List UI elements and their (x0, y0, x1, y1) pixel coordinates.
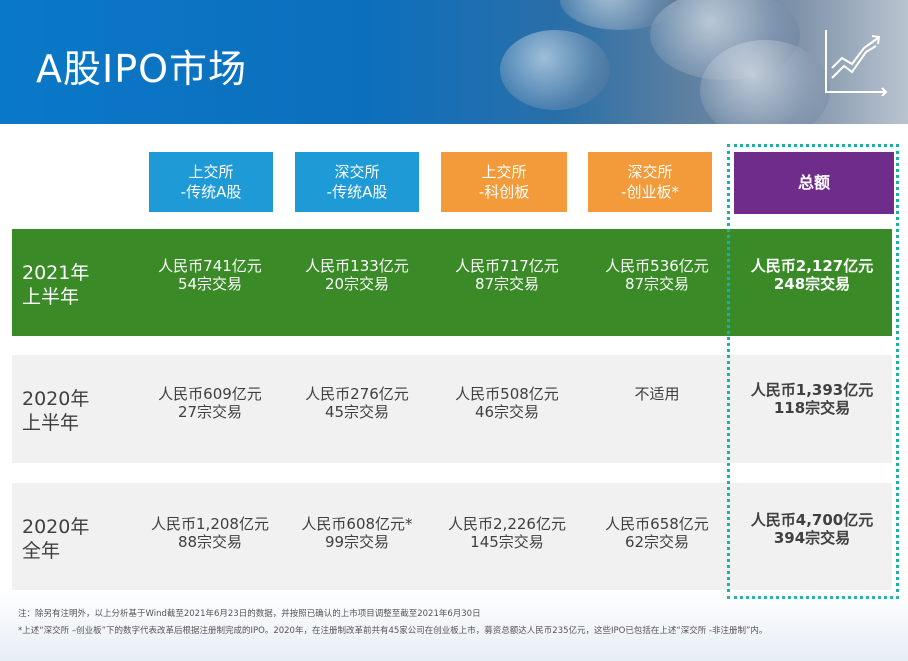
cell-amount: 人民币658亿元 (605, 515, 709, 533)
column-header-line: -创业板* (621, 183, 679, 201)
column-header-line: -传统A股 (326, 183, 388, 201)
cell-amount: 人民币741亿元 (158, 257, 262, 275)
row-label-line: 上半年 (22, 412, 80, 434)
cell-deals: 99宗交易 (324, 533, 390, 551)
column-header-line: -传统A股 (180, 183, 242, 201)
footnote: 注：除另有注明外，以上分析基于Wind截至2021年6月23日的数据，并按照已确… (18, 609, 481, 619)
cell-amount: 人民币609亿元 (158, 385, 262, 403)
coin-decoration (700, 40, 830, 124)
cell-deals: 20宗交易 (324, 275, 390, 293)
table-cell: 人民币658亿元 62宗交易 (587, 515, 727, 551)
table-cell: 人民币741亿元 54宗交易 (140, 257, 280, 293)
column-header-line: 深交所 (334, 163, 380, 181)
cell-deals: 88宗交易 (177, 533, 243, 551)
table-cell-total: 人民币4,700亿元 394宗交易 (732, 511, 892, 547)
row-label-line: 2021年 (22, 262, 90, 284)
column-header-line: 总额 (797, 173, 830, 192)
cell-deals: 54宗交易 (177, 275, 243, 293)
cell-amount: 人民币1,208亿元 (151, 515, 269, 533)
table-cell: 人民币608亿元* 99宗交易 (287, 515, 427, 551)
total-column-highlight (727, 144, 899, 599)
row-label-line: 2020年 (22, 388, 90, 410)
table-row: 2020年 全年 人民币1,208亿元 88宗交易 人民币608亿元* 99宗交… (12, 483, 892, 590)
cell-amount: 人民币1,393亿元 (750, 381, 874, 399)
row-label: 2020年 全年 (22, 515, 89, 563)
column-header-szse-a: 深交所 -传统A股 (295, 152, 419, 212)
page-title: A股IPO市场 (36, 47, 248, 91)
table-cell: 人民币133亿元 20宗交易 (287, 257, 427, 293)
table-cell: 人民币717亿元 87宗交易 (437, 257, 577, 293)
column-header-line: 深交所 (627, 163, 673, 181)
cell-amount: 人民币276亿元 (305, 385, 409, 403)
row-label-line: 2020年 (22, 516, 90, 538)
table-cell: 人民币276亿元 45宗交易 (287, 385, 427, 421)
cell-amount: 人民币2,127亿元 (750, 257, 874, 275)
header-banner: A股IPO市场 (0, 0, 908, 124)
cell-amount: 人民币608亿元* (301, 515, 413, 533)
growth-chart-icon (825, 30, 888, 96)
cell-deals: 87宗交易 (624, 275, 690, 293)
table-cell-total: 人民币1,393亿元 118宗交易 (732, 381, 892, 417)
row-label-line: 上半年 (22, 286, 80, 308)
cell-deals: 145宗交易 (470, 533, 544, 551)
table-row: 2020年 上半年 人民币609亿元 27宗交易 人民币276亿元 45宗交易 … (12, 355, 892, 463)
cell-amount: 人民币508亿元 (455, 385, 559, 403)
column-header-line: 上交所 (188, 163, 234, 181)
table-cell: 人民币508亿元 46宗交易 (437, 385, 577, 421)
row-label: 2021年 上半年 (22, 261, 89, 309)
column-header-total: 总额 (734, 152, 894, 214)
cell-deals: 45宗交易 (324, 403, 390, 421)
cell-deals: 46宗交易 (474, 403, 540, 421)
footnotes: 注：除另有注明外，以上分析基于Wind截至2021年6月23日的数据，并按照已确… (18, 608, 778, 642)
cell-deals: 394宗交易 (773, 529, 851, 547)
cell-deals: 118宗交易 (773, 399, 851, 417)
cell-deals: 87宗交易 (474, 275, 540, 293)
cell-deals: 27宗交易 (177, 403, 243, 421)
column-header-star-market: 上交所 -科创板 (441, 152, 567, 212)
cell-amount: 人民币717亿元 (455, 257, 559, 275)
table-row: 2021年 上半年 人民币741亿元 54宗交易 人民币133亿元 20宗交易 … (12, 229, 892, 336)
table-cell-total: 人民币2,127亿元 248宗交易 (732, 257, 892, 293)
cell-amount: 不适用 (634, 385, 680, 403)
cell-deals: 248宗交易 (773, 275, 851, 293)
table-cell: 人民币2,226亿元 145宗交易 (437, 515, 577, 551)
table-cell: 不适用 (587, 385, 727, 403)
footnote: *上述“深交所 –创业板”下的数字代表改革后根据注册制完成的IPO。2020年，… (18, 626, 768, 636)
cell-deals: 62宗交易 (624, 533, 690, 551)
bottom-decoration (0, 590, 908, 661)
column-header-line: 上交所 (481, 163, 527, 181)
cell-amount: 人民币133亿元 (305, 257, 409, 275)
column-header-sse-a: 上交所 -传统A股 (149, 152, 273, 212)
cell-amount: 人民币536亿元 (605, 257, 709, 275)
table-cell: 人民币1,208亿元 88宗交易 (140, 515, 280, 551)
table-cell: 人民币536亿元 87宗交易 (587, 257, 727, 293)
cell-amount: 人民币4,700亿元 (750, 511, 874, 529)
column-header-chinext: 深交所 -创业板* (588, 152, 712, 212)
cell-amount: 人民币2,226亿元 (448, 515, 566, 533)
coin-decoration (500, 30, 610, 110)
row-label-line: 全年 (22, 540, 61, 562)
table-cell: 人民币609亿元 27宗交易 (140, 385, 280, 421)
row-label: 2020年 上半年 (22, 387, 89, 435)
column-header-line: -科创板 (478, 183, 530, 201)
